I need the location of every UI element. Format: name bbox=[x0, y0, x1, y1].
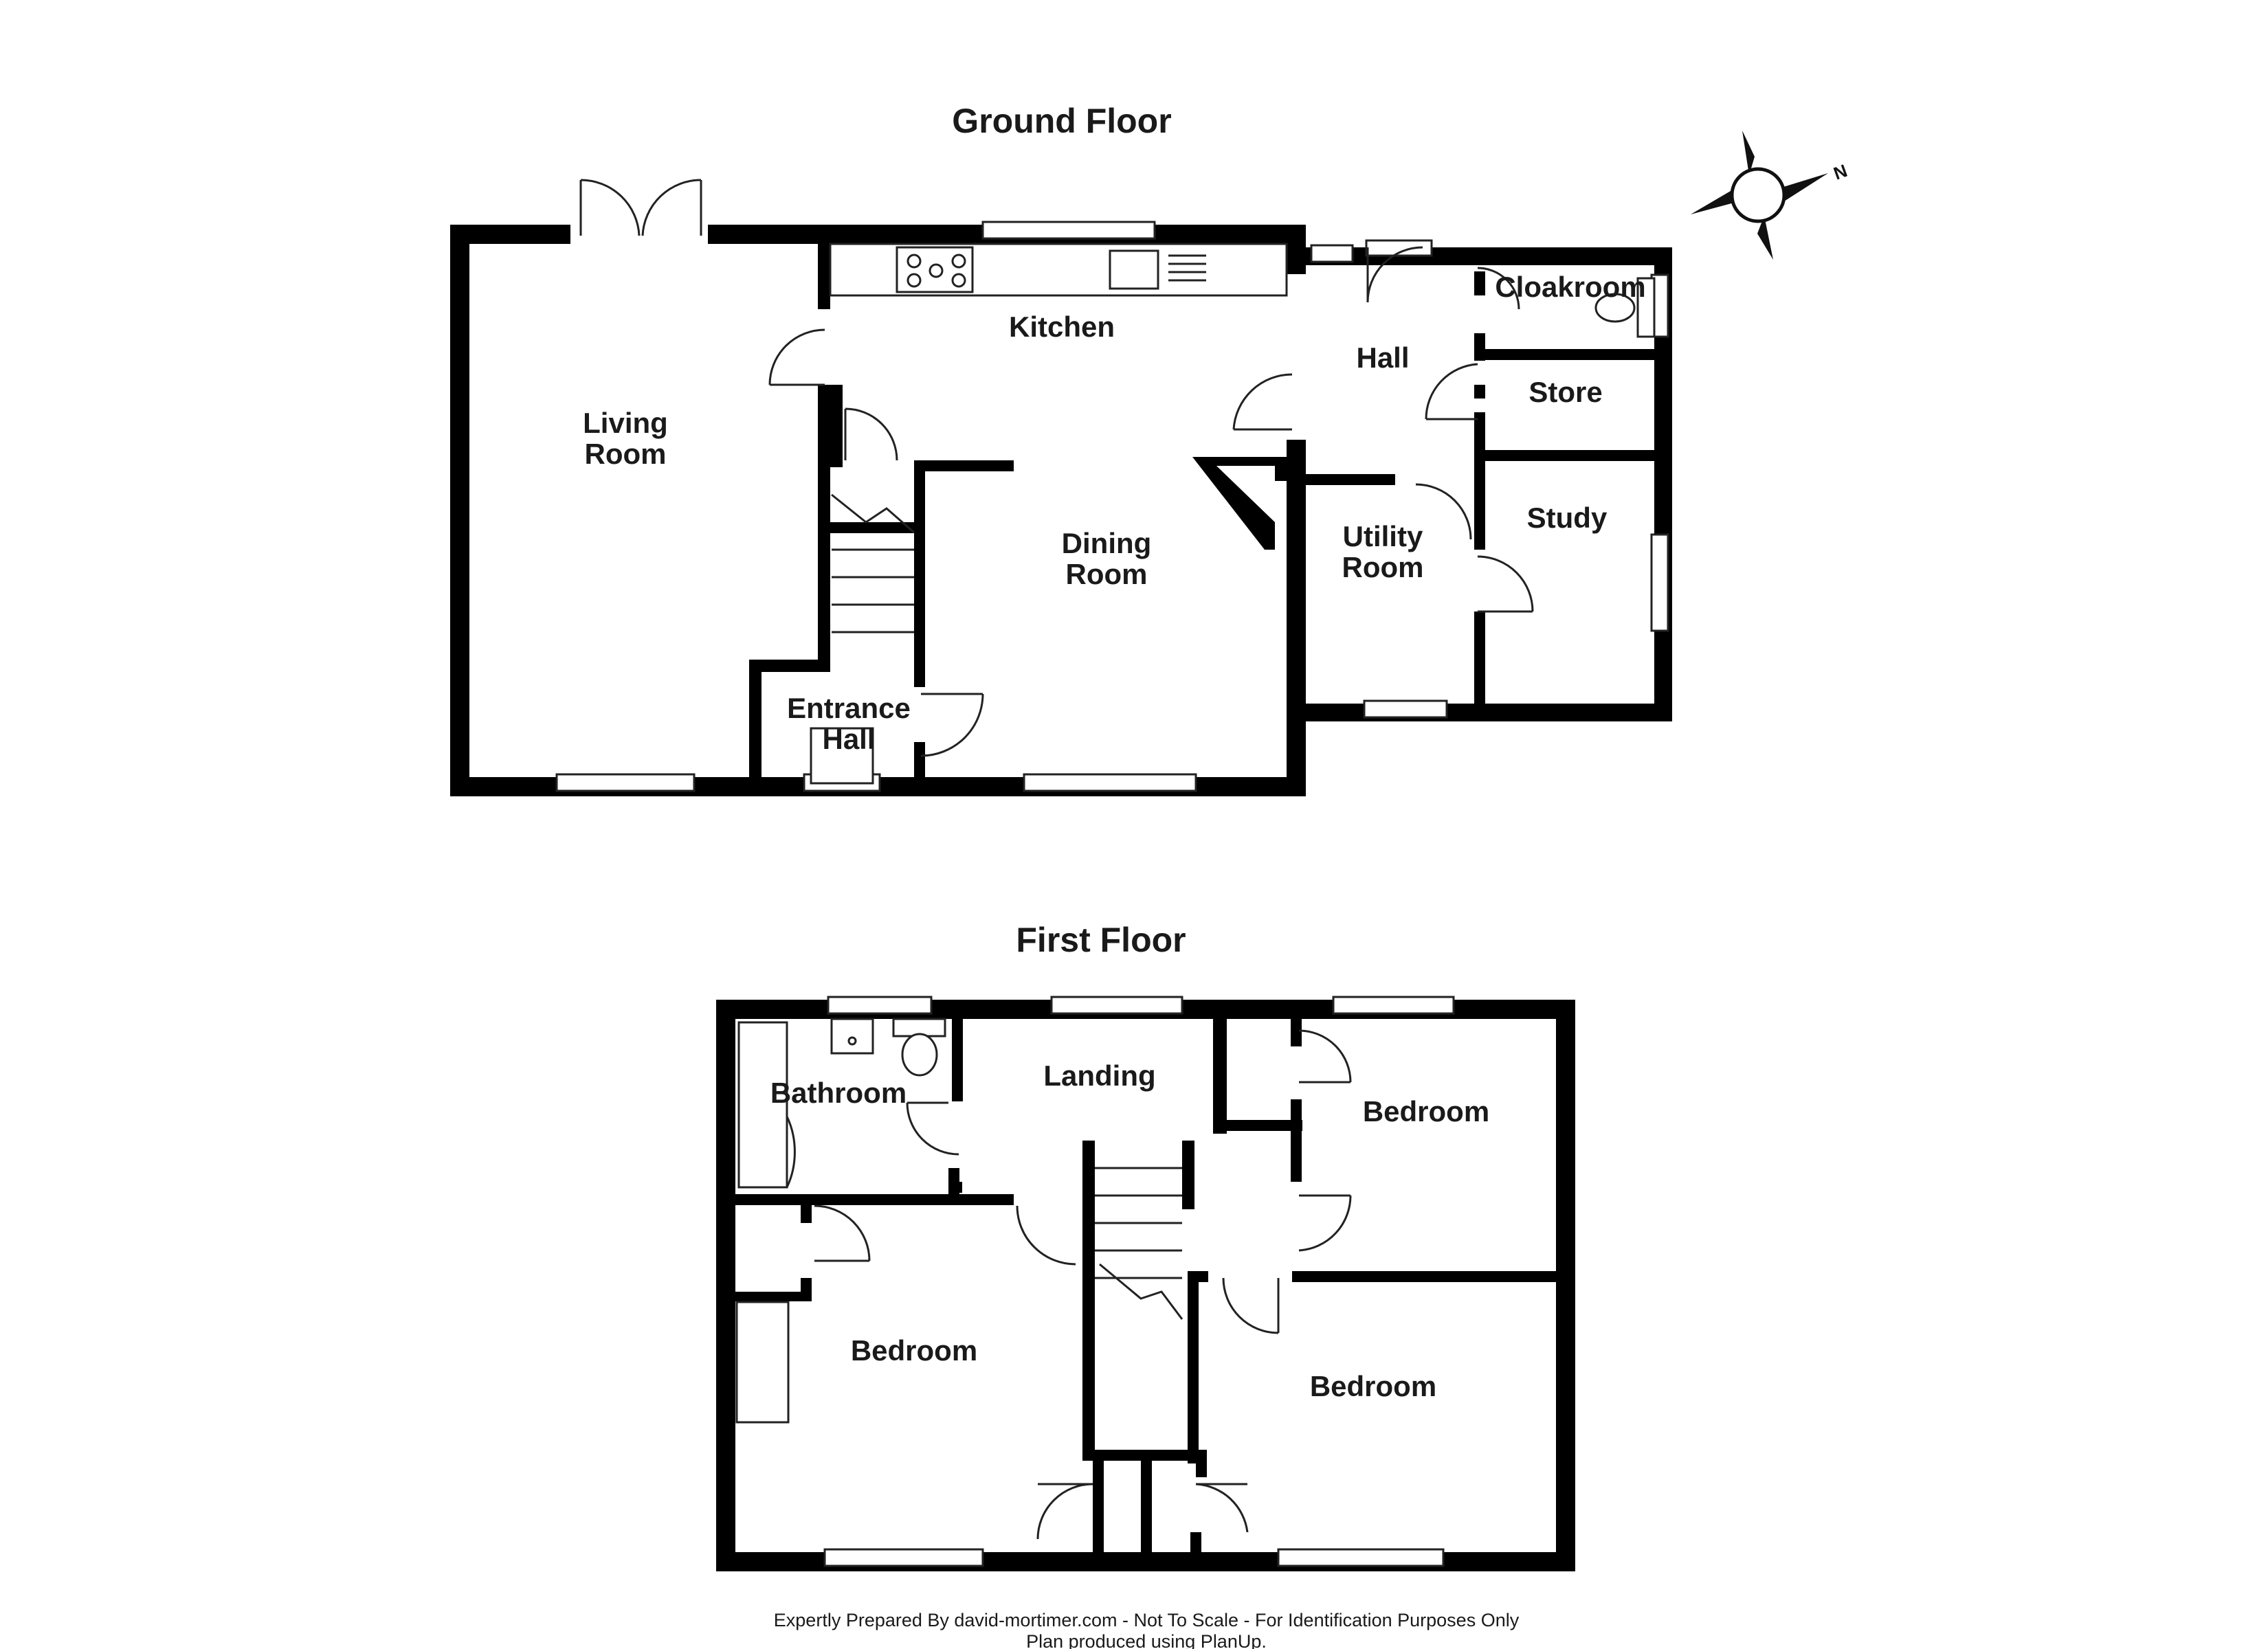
room-label-utility-room: Utility bbox=[1343, 520, 1423, 552]
room-label-dining-room-2: Room bbox=[1066, 558, 1148, 590]
room-label-utility-room-2: Room bbox=[1342, 551, 1424, 583]
footer-disclaimer: Expertly Prepared By david-mortimer.com … bbox=[774, 1610, 1520, 1630]
room-label-bedroom-3: Bedroom bbox=[1310, 1370, 1436, 1402]
room-label-living-room-2: Room bbox=[585, 438, 667, 470]
compass-north-label: N bbox=[1831, 160, 1850, 184]
bathroom-fittings bbox=[737, 1018, 946, 1189]
room-label-entrance-hall-2: Hall bbox=[822, 723, 875, 755]
footer: Expertly Prepared By david-mortimer.com … bbox=[774, 1610, 1520, 1649]
room-label-kitchen: Kitchen bbox=[1009, 311, 1115, 343]
room-label-bedroom-2: Bedroom bbox=[851, 1334, 977, 1367]
ground-floor-room-labels: Living Room Kitchen Dining Room Entrance… bbox=[583, 271, 1646, 755]
first-floor-stairs bbox=[1095, 1167, 1183, 1320]
room-label-hall: Hall bbox=[1356, 341, 1409, 374]
footer-credit: Plan produced using PlanUp. bbox=[1026, 1631, 1267, 1649]
wardrobe bbox=[735, 1301, 790, 1424]
room-label-bedroom-1: Bedroom bbox=[1363, 1095, 1489, 1128]
room-label-living-room: Living bbox=[583, 407, 668, 439]
room-label-landing: Landing bbox=[1043, 1059, 1155, 1092]
cloakroom-wc bbox=[1594, 277, 1656, 338]
room-label-store: Store bbox=[1528, 376, 1602, 408]
first-floor-room-labels: Bathroom Landing Bedroom Bedroom Bedroom bbox=[770, 1059, 1489, 1402]
room-label-bathroom: Bathroom bbox=[770, 1077, 907, 1109]
first-floor-title: First Floor bbox=[1016, 921, 1186, 959]
compass-icon: N bbox=[1691, 131, 1850, 260]
ground-floor-windows bbox=[555, 221, 1669, 792]
room-label-cloakroom: Cloakroom bbox=[1495, 271, 1645, 303]
room-label-study: Study bbox=[1527, 502, 1608, 534]
room-label-dining-room: Dining bbox=[1062, 527, 1152, 559]
room-label-entrance-hall: Entrance bbox=[787, 692, 911, 724]
kitchen-units bbox=[829, 243, 1288, 297]
first-floor-plan: First Floor bbox=[716, 921, 1575, 1571]
ground-floor-title: Ground Floor bbox=[952, 102, 1171, 140]
ground-floor-stairs bbox=[831, 493, 915, 633]
ground-floor-doors bbox=[579, 179, 1534, 785]
ground-floor-plan: Ground Floor bbox=[450, 102, 1672, 796]
first-floor-doors bbox=[814, 1029, 1352, 1540]
first-floor-windows bbox=[823, 996, 1455, 1567]
